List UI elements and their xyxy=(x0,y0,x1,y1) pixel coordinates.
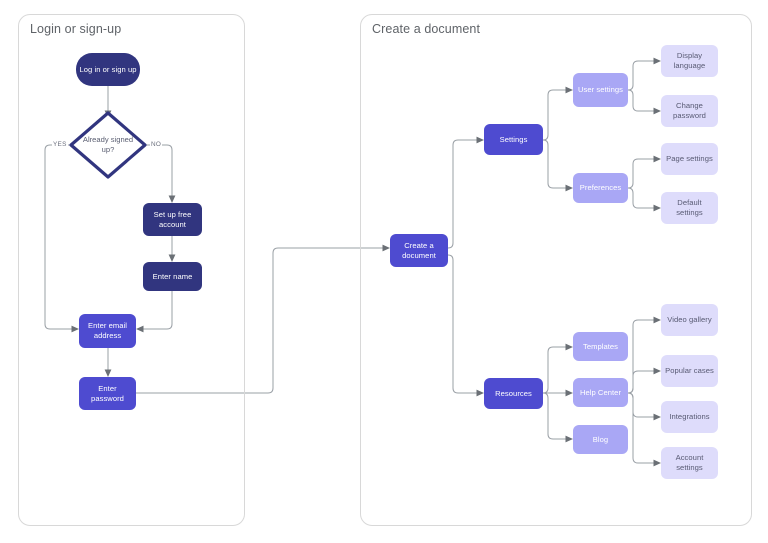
node-integrations[interactable]: Integrations xyxy=(661,401,718,433)
node-help-center[interactable]: Help Center xyxy=(573,378,628,407)
edge-label-no: NO xyxy=(150,141,163,148)
node-log-in-or-sign-up[interactable]: Log in or sign up xyxy=(76,53,140,86)
panel-create-a-document xyxy=(360,14,752,526)
node-enter-password[interactable]: Enter password xyxy=(79,377,136,410)
node-already-signed-up[interactable]: Already signed up? xyxy=(82,135,134,154)
node-user-settings[interactable]: User settings xyxy=(573,73,628,107)
edge-label-yes: YES xyxy=(52,141,68,148)
node-set-up-free-account[interactable]: Set up free account xyxy=(143,203,202,236)
node-page-settings[interactable]: Page settings xyxy=(661,143,718,175)
node-templates[interactable]: Templates xyxy=(573,332,628,361)
panel-create-title: Create a document xyxy=(372,22,481,36)
node-create-a-document[interactable]: Create a document xyxy=(390,234,448,267)
node-change-password[interactable]: Change password xyxy=(661,95,718,127)
node-display-language[interactable]: Display language xyxy=(661,45,718,77)
node-account-settings[interactable]: Account settings xyxy=(661,447,718,479)
node-resources[interactable]: Resources xyxy=(484,378,543,409)
node-enter-email-address[interactable]: Enter email address xyxy=(79,314,136,348)
node-blog[interactable]: Blog xyxy=(573,425,628,454)
node-default-settings[interactable]: Default settings xyxy=(661,192,718,224)
node-preferences[interactable]: Preferences xyxy=(573,173,628,203)
node-video-gallery[interactable]: Video gallery xyxy=(661,304,718,336)
panel-login-or-signup xyxy=(18,14,245,526)
node-settings[interactable]: Settings xyxy=(484,124,543,155)
panel-login-title: Login or sign-up xyxy=(30,22,122,36)
decision-diamond-shape xyxy=(69,111,147,179)
node-enter-name[interactable]: Enter name xyxy=(143,262,202,291)
node-popular-cases[interactable]: Popular cases xyxy=(661,355,718,387)
